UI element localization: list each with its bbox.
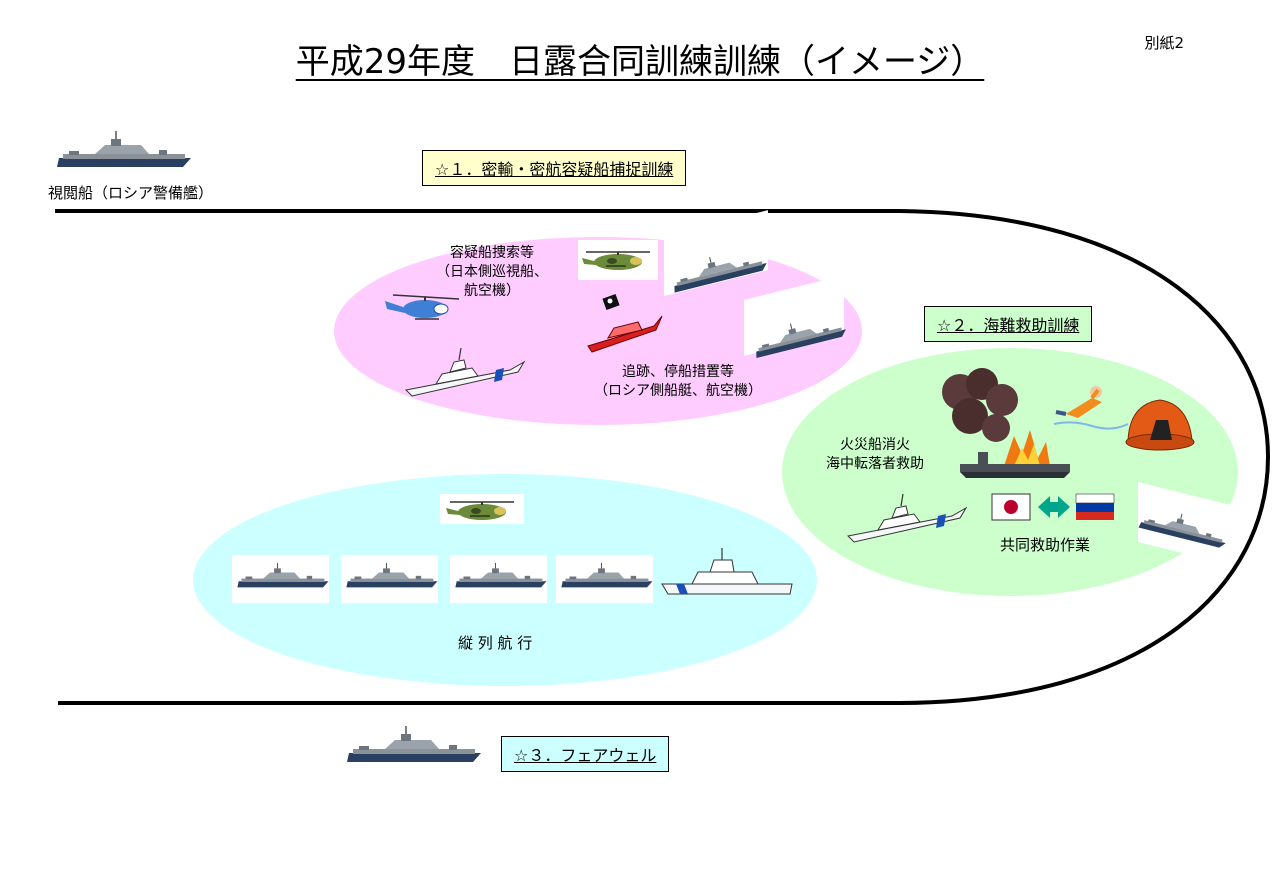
japan-search-label: 容疑船捜索等 （日本側巡視船、 航空機） — [436, 245, 548, 299]
person-overboard-icon — [1053, 386, 1129, 430]
russian-patrol-ship-icon — [341, 555, 438, 603]
column-navigation-label: 縦 列 航 行 — [458, 634, 533, 652]
attachment-label: 別紙2 — [1144, 34, 1184, 52]
russian-patrol-ship-icon — [556, 555, 653, 603]
bidirectional-arrow-icon — [1038, 496, 1070, 518]
suspect-ship-icon — [587, 293, 663, 353]
russian-helicopter-icon — [578, 240, 658, 280]
japan-patrol-ship-icon — [661, 548, 793, 595]
russian-patrol-ship-icon — [232, 555, 329, 603]
russian-helicopter-icon — [440, 494, 524, 524]
russian-patrol-ship-icon — [346, 725, 482, 763]
russian-patrol-ship-icon — [56, 130, 192, 168]
life-raft-icon — [1125, 399, 1195, 451]
burning-ship-icon — [942, 368, 1070, 478]
page-title: 平成29年度 日露合同訓練訓練（イメージ） — [295, 42, 985, 82]
russian-patrol-ship-icon — [450, 555, 547, 603]
joint-rescue-label: 共同救助作業 — [1000, 536, 1091, 554]
track-line — [55, 209, 1271, 705]
section-box-farewell: ☆３．フェアウェル — [501, 736, 670, 772]
russia-flag-icon — [1075, 493, 1115, 520]
japan-helicopter-icon — [385, 294, 460, 320]
russian-patrol-ship-icon — [744, 275, 848, 359]
fire-rescue-label: 火災船消火 海中転落者救助 — [826, 437, 924, 472]
section-box-rescue: ☆２．海難救助訓練 — [924, 306, 1093, 342]
review-ship-label: 視閲船（ロシア警備艦） — [48, 184, 214, 202]
russian-patrol-ship-icon — [1137, 482, 1232, 566]
russian-patrol-ship-icon — [664, 210, 769, 296]
russia-pursuit-label: 追跡、停船措置等 （ロシア側船艇、航空機） — [594, 364, 762, 399]
japan-flag-icon — [991, 493, 1031, 521]
section-box-smuggling: ☆１．密輸・密航容疑船捕捉訓練 — [422, 150, 687, 186]
